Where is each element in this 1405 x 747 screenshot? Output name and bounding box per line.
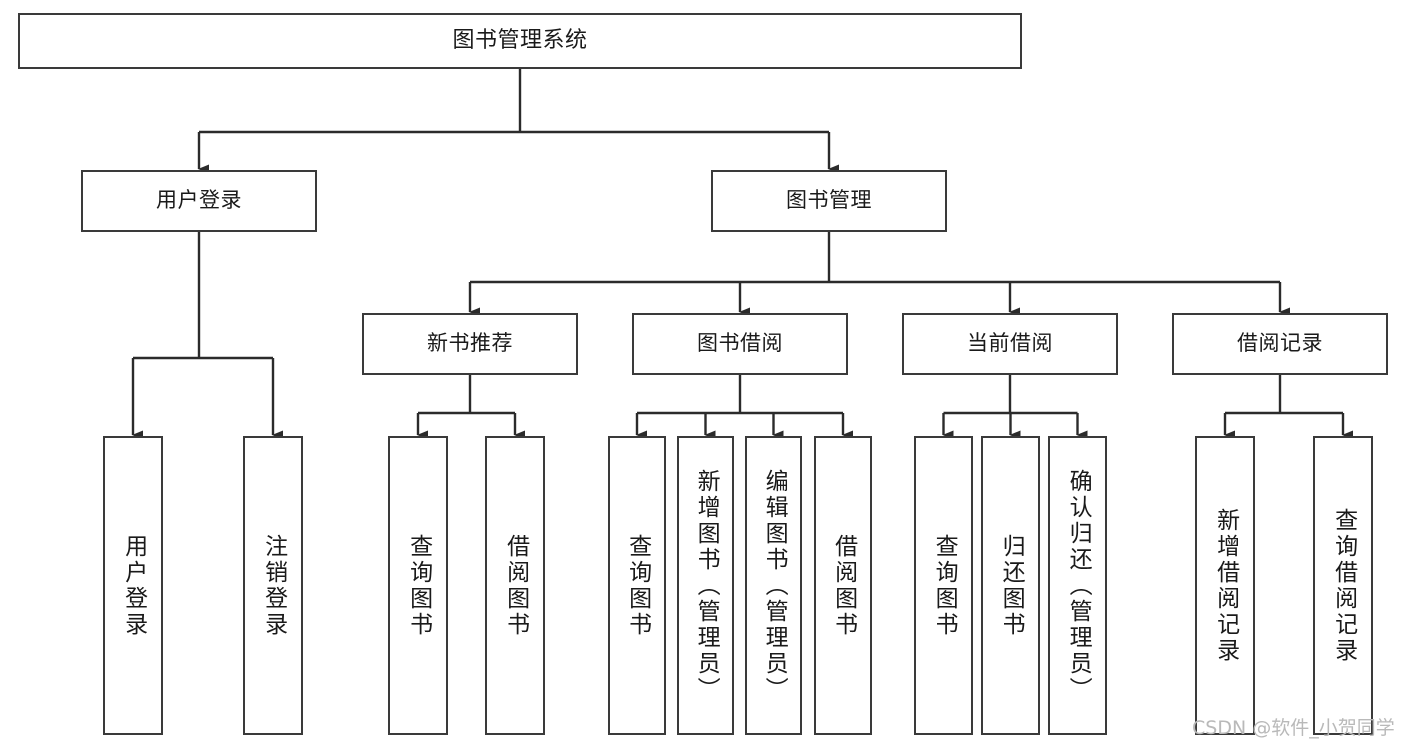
node-label: 查询借阅记录 — [1330, 507, 1357, 664]
node-leaf_10[interactable]: 归还图书 — [981, 436, 1040, 735]
node-leaf_13[interactable]: 查询借阅记录 — [1313, 436, 1373, 735]
node-root[interactable]: 图书管理系统 — [18, 13, 1022, 69]
node-leaf_11[interactable]: 确认归还（管理员） — [1048, 436, 1107, 735]
node-label: 注销登录 — [260, 533, 287, 638]
node-leaf_4[interactable]: 借阅图书 — [485, 436, 545, 735]
node-leaf_9[interactable]: 查询图书 — [914, 436, 973, 735]
node-label: 编辑图书（管理员） — [761, 468, 788, 703]
node-l3_4[interactable]: 借阅记录 — [1172, 313, 1388, 375]
node-leaf_6[interactable]: 新增图书（管理员） — [677, 436, 734, 735]
node-label: 查询图书 — [624, 533, 651, 638]
node-label: 查询图书 — [931, 533, 958, 638]
node-label: 用户登录 — [156, 188, 242, 213]
node-label: 图书借阅 — [697, 331, 783, 356]
node-leaf_2[interactable]: 注销登录 — [243, 436, 303, 735]
node-label: 新增图书（管理员） — [693, 468, 720, 703]
node-label: 查询图书 — [405, 533, 432, 638]
node-label: 借阅记录 — [1237, 331, 1323, 356]
node-label: 图书管理系统 — [452, 27, 588, 53]
node-label: 借阅图书 — [502, 533, 529, 638]
node-l2_2[interactable]: 图书管理 — [711, 170, 947, 232]
node-label: 新增借阅记录 — [1212, 507, 1239, 664]
node-leaf_8[interactable]: 借阅图书 — [814, 436, 872, 735]
node-label: 当前借阅 — [967, 331, 1053, 356]
node-label: 新书推荐 — [427, 331, 513, 356]
node-label: 图书管理 — [786, 188, 872, 213]
node-l3_1[interactable]: 新书推荐 — [362, 313, 578, 375]
node-label: 用户登录 — [120, 533, 147, 638]
node-l3_2[interactable]: 图书借阅 — [632, 313, 848, 375]
node-label: 归还图书 — [998, 533, 1025, 638]
node-leaf_12[interactable]: 新增借阅记录 — [1195, 436, 1255, 735]
node-leaf_7[interactable]: 编辑图书（管理员） — [745, 436, 802, 735]
node-l2_1[interactable]: 用户登录 — [81, 170, 317, 232]
node-label: 确认归还（管理员） — [1065, 468, 1092, 703]
node-label: 借阅图书 — [830, 533, 857, 638]
node-leaf_5[interactable]: 查询图书 — [608, 436, 666, 735]
node-leaf_3[interactable]: 查询图书 — [388, 436, 448, 735]
node-leaf_1[interactable]: 用户登录 — [103, 436, 163, 735]
node-l3_3[interactable]: 当前借阅 — [902, 313, 1118, 375]
csdn-watermark: CSDN @软件_小贺同学 — [1192, 717, 1395, 739]
